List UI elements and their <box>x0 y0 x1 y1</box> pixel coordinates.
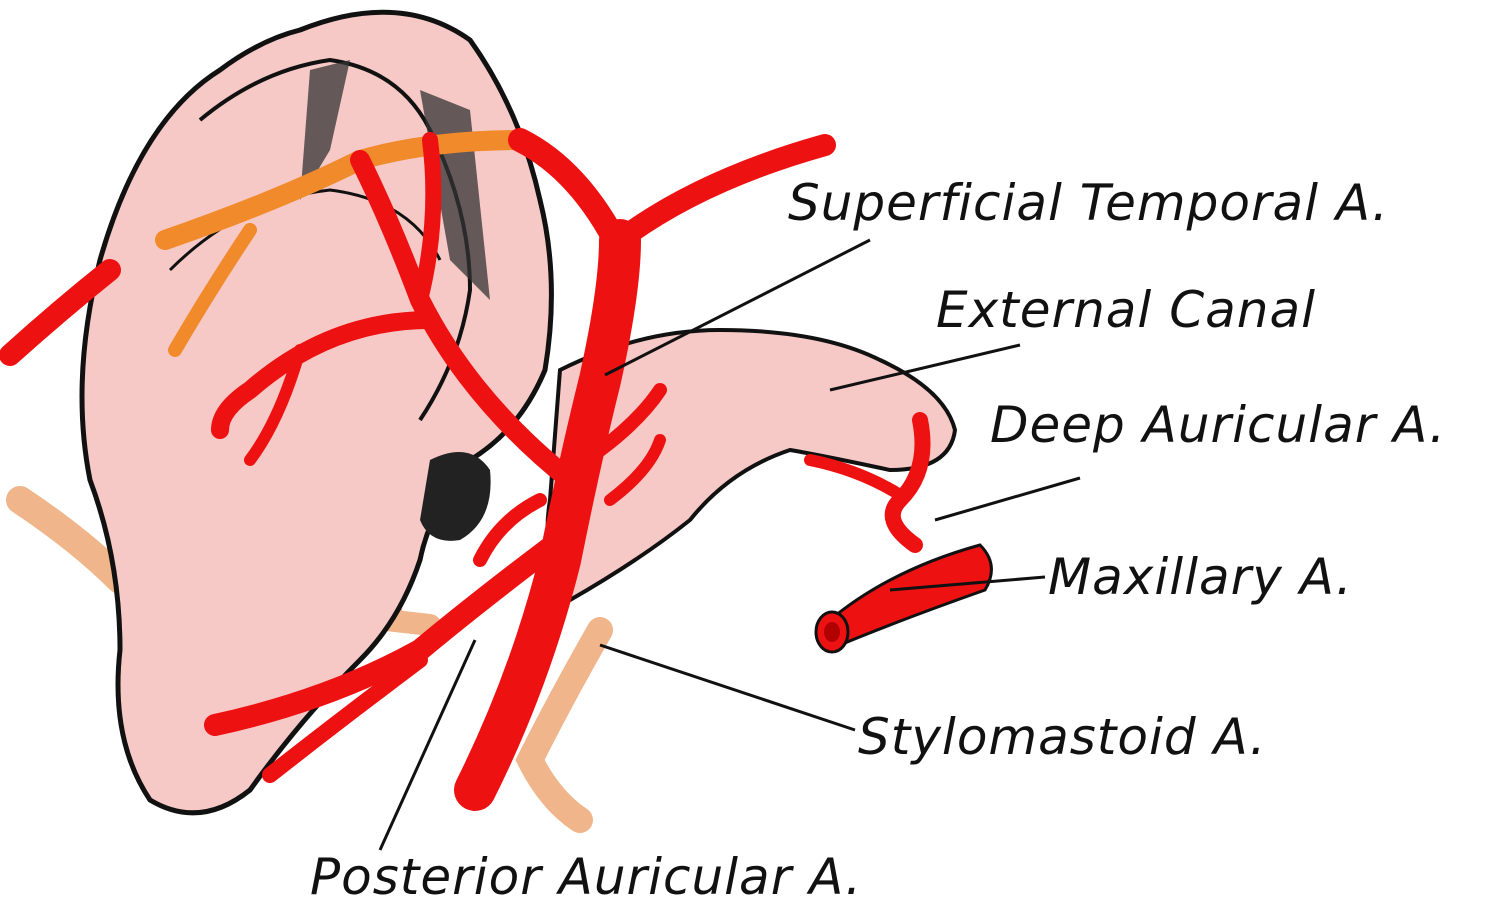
label-posterior-auricular: Posterior Auricular A. <box>310 852 862 902</box>
label-external-canal: External Canal <box>936 285 1316 335</box>
label-superficial-temporal: Superficial Temporal A. <box>788 178 1389 228</box>
label-deep-auricular: Deep Auricular A. <box>990 400 1446 450</box>
label-maxillary: Maxillary A. <box>1048 552 1353 602</box>
maxillary-artery <box>816 545 991 652</box>
label-stylomastoid: Stylomastoid A. <box>858 712 1267 762</box>
leader-stylomastoid <box>600 645 855 730</box>
concha-shadow <box>420 452 491 541</box>
leader-deep-auricular <box>935 478 1080 520</box>
